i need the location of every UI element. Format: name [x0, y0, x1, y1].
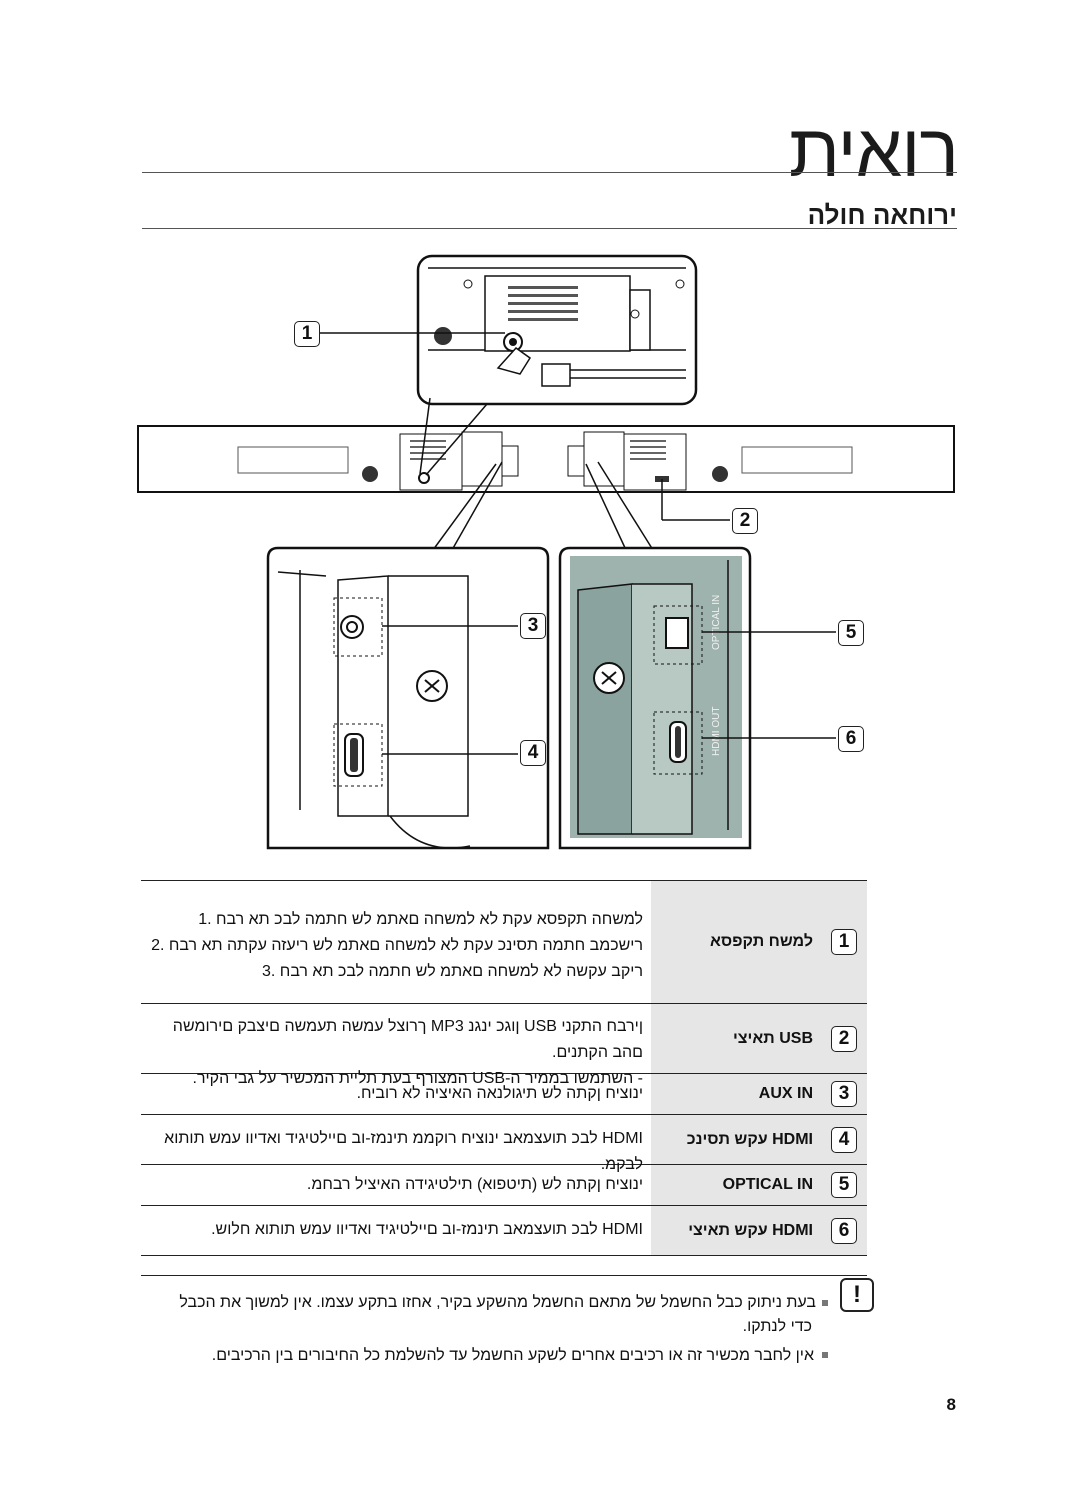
table-row: ינוציח ןקתה לש (תיטפוא) תילטיגידה האיציל… — [141, 1165, 867, 1206]
row-label: OPTICAL IN — [722, 1176, 813, 1193]
hdmi-port-label: HDMI OUT — [711, 707, 722, 756]
row-description: ינוציח ןקתה לש (תיטפוא) תילטיגידה האיציל… — [141, 1165, 651, 1205]
row-label-cell: HDMI עקש תאיצי 6 — [651, 1206, 867, 1255]
table-row: למשחה תקפסא עקת לא למשחה םאתמ לש חתמה לב… — [141, 881, 867, 1004]
row-label: למשח תקפסא — [710, 933, 813, 950]
exclamation-icon: ! — [840, 1278, 874, 1312]
row-number: 5 — [831, 1172, 857, 1198]
row-number: 3 — [831, 1081, 857, 1107]
optical-hdmi-out-zoom: OPTICAL IN HDMI OUT — [558, 546, 752, 850]
callout-3: 3 — [520, 613, 546, 639]
row-line: ןירבח התקני USB ןוגכ ינגנ MP3 ךרוצל עמשה… — [172, 1018, 643, 1061]
callout-1: 1 — [294, 321, 320, 347]
notes-section — [141, 1275, 867, 1276]
row-line: ינוציח ןקתה לש תיגולנאה האיציה לא רוביח. — [356, 1085, 643, 1102]
row-label-cell: OPTICAL IN 5 — [651, 1165, 867, 1205]
row-label-cell: USB תאיצי 2 — [651, 1004, 867, 1073]
row-number: 1 — [831, 929, 857, 955]
table-row: HDMI לבכ תועצמאב תינמז-וב םיילטיגיד ואדי… — [141, 1206, 867, 1256]
optical-port-label: OPTICAL IN — [711, 595, 722, 650]
section-rule — [142, 228, 957, 229]
row-label: AUX IN — [758, 1085, 813, 1102]
row-description: HDMI לבכ תועצמאב ינוציח רוקממ תינמז-וב ם… — [141, 1115, 651, 1173]
row-description: ינוציח ןקתה לש תיגולנאה האיציה לא רוביח. — [141, 1074, 651, 1114]
row-description: HDMI לבכ תועצמאב תינמז-וב םיילטיגיד ואדי… — [141, 1206, 651, 1255]
page-title: רואית — [788, 109, 959, 192]
row-label-cell: HDMI עקש תסינכ 4 — [651, 1115, 867, 1164]
bullet-icon — [822, 1352, 828, 1358]
power-jack-zoom — [416, 254, 698, 406]
row-line: רישכמב חתמה תסינכ עקת לא למשחה םאתמ לש ר… — [151, 937, 643, 954]
row-line: HDMI לבכ תועצמאב תינמז-וב םיילטיגיד ואדי… — [211, 1221, 643, 1238]
bullet-icon — [822, 1300, 828, 1306]
row-number: 4 — [831, 1126, 857, 1153]
row-label: USB תאיצי — [732, 1029, 813, 1047]
connectors-table: למשחה תקפסא עקת לא למשחה םאתמ לש חתמה לב… — [141, 880, 867, 1256]
callout-4: 4 — [520, 740, 546, 766]
title-rule — [142, 172, 957, 173]
row-description: למשחה תקפסא עקת לא למשחה םאתמ לש חתמה לב… — [141, 881, 651, 1003]
note-2: אין לחבר מכשיר זה או רכיבים אחרים לשקע ה… — [211, 1347, 814, 1364]
row-line: HDMI לבכ תועצמאב ינוציח רוקממ תינמז-וב ם… — [164, 1130, 643, 1173]
row-line: ריקב עקשה לא למשחה םאתמ לש חתמה לבכ תא ר… — [261, 963, 643, 980]
row-description: ןירבח התקני USB ןוגכ ינגנ MP3 ךרוצל עמשה… — [141, 1004, 651, 1087]
callout-2: 2 — [732, 508, 758, 534]
note-1-line-2: כדי לנתקו. — [742, 1318, 812, 1335]
row-number: 2 — [831, 1025, 857, 1052]
section-title: ירוחאה חולה — [807, 200, 957, 230]
row-line: - השתמשו בממיר ה-USB המצורף בעת תליית המ… — [192, 1070, 643, 1087]
aux-hdmi-in-zoom — [266, 546, 550, 850]
row-label-cell: למשח תקפסא 1 — [651, 881, 867, 1003]
row-number: 6 — [831, 1217, 857, 1244]
callout-5: 5 — [838, 620, 864, 646]
table-row: ינוציח ןקתה לש תיגולנאה האיציה לא רוביח.… — [141, 1074, 867, 1115]
row-label-cell: AUX IN 3 — [651, 1074, 867, 1114]
soundbar-rear — [137, 425, 955, 493]
row-label: HDMI עקש תסינכ — [686, 1130, 813, 1148]
callout-6: 6 — [838, 726, 864, 752]
row-line: ינוציח ןקתה לש (תיטפוא) תילטיגידה האיציל… — [306, 1176, 643, 1193]
table-row: HDMI לבכ תועצמאב ינוציח רוקממ תינמז-וב ם… — [141, 1115, 867, 1173]
row-label: HDMI עקש תאיצי — [688, 1221, 813, 1239]
rear-panel-figure: OPTICAL IN HDMI OUT — [137, 254, 955, 850]
note-1-line-1: בעת ניתוק כבל החשמל של מתאם החשמל מהשקע … — [179, 1294, 816, 1311]
page-number: 8 — [946, 1395, 956, 1414]
row-line: למשחה תקפסא עקת לא למשחה םאתמ לש חתמה לב… — [198, 911, 643, 928]
table-row: ןירבח התקני USB ןוגכ ינגנ MP3 ךרוצל עמשה… — [141, 1004, 867, 1087]
